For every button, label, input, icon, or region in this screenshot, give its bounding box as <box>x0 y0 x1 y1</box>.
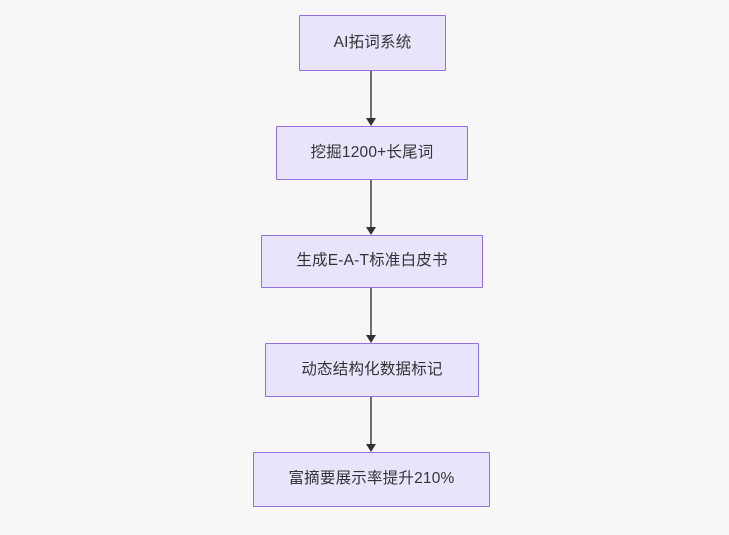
arrowhead-icon <box>366 335 376 343</box>
flow-node-label: AI拓词系统 <box>333 33 412 51</box>
connector-line <box>370 180 372 228</box>
flow-node-label: 富摘要展示率提升210% <box>288 470 455 488</box>
connector-line <box>370 288 372 336</box>
flow-node-mine-longtail-keywords[interactable]: 挖掘1200+长尾词 <box>276 126 468 180</box>
arrowhead-icon <box>366 118 376 126</box>
connector-line <box>370 71 372 119</box>
connector-node2-node3 <box>362 180 380 235</box>
connector-node4-node5 <box>362 397 380 452</box>
flow-node-rich-snippet-uplift[interactable]: 富摘要展示率提升210% <box>253 452 490 507</box>
arrowhead-icon <box>366 444 376 452</box>
flow-node-ai-keyword-system[interactable]: AI拓词系统 <box>299 15 446 71</box>
connector-line <box>370 397 372 445</box>
flow-node-dynamic-structured-data-markup[interactable]: 动态结构化数据标记 <box>265 343 479 397</box>
flow-node-label: 生成E-A-T标准白皮书 <box>296 252 448 270</box>
connector-node1-node2 <box>362 71 380 126</box>
connector-node3-node4 <box>362 288 380 343</box>
flow-node-label: 动态结构化数据标记 <box>301 360 443 378</box>
flow-node-label: 挖掘1200+长尾词 <box>310 143 434 161</box>
arrowhead-icon <box>366 227 376 235</box>
flow-node-generate-eat-whitepaper[interactable]: 生成E-A-T标准白皮书 <box>261 235 483 288</box>
